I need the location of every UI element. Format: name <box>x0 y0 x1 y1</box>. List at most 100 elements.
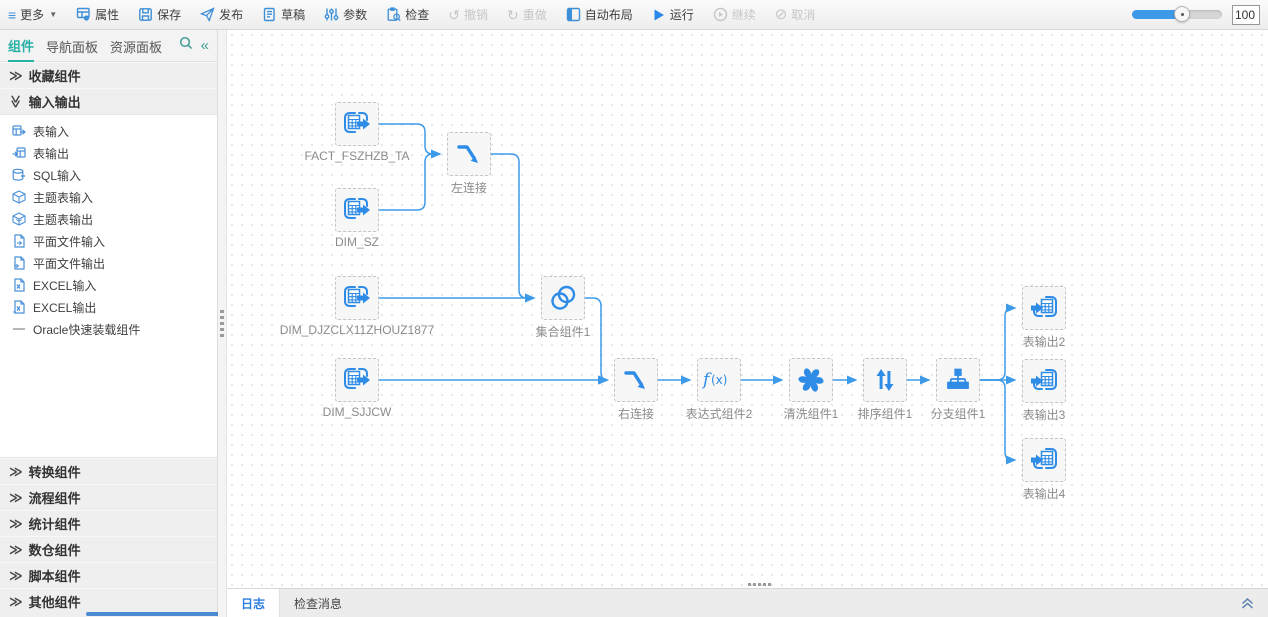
flow-edges <box>379 123 1017 465</box>
chevron-right-icon: ≫ <box>9 464 23 479</box>
publish-button[interactable]: 发布 <box>200 6 243 23</box>
section-label: 数仓组件 <box>28 543 81 558</box>
node-label: 左连接 <box>450 181 487 195</box>
sidebar-item-table-input[interactable]: 表输入 <box>0 120 217 142</box>
node-right-join[interactable]: 右连接 <box>614 358 658 421</box>
sidebar-item-flat-file-input[interactable]: 平面文件输入 <box>0 230 217 252</box>
node-set-component-1[interactable]: 集合组件1 <box>536 276 590 339</box>
continue-label: 继续 <box>731 8 756 22</box>
tab-resource-panel[interactable]: 资源面板 <box>110 39 163 55</box>
section-transform-components[interactable]: ≫ 转换组件 <box>0 458 217 484</box>
table-output-icon <box>12 146 26 160</box>
zoom-slider[interactable] <box>1132 6 1222 22</box>
flow-canvas[interactable]: FACT_FSZHZB_TA DIM_SZ 左连接 DIM_DJZCLX11ZH… <box>227 30 1268 588</box>
section-statistics-components[interactable]: ≫ 统计组件 <box>0 510 217 536</box>
flat-file-output-icon <box>12 256 26 270</box>
sidebar-item-oracle-loader[interactable]: Oracle快速装载组件 <box>0 318 217 340</box>
table-input-icon <box>344 286 370 307</box>
node-table-output-4[interactable]: 表输出4 <box>1022 438 1066 501</box>
inspect-button[interactable]: 检查 <box>386 6 429 23</box>
node-label: 右连接 <box>617 407 654 421</box>
sidebar-item-flat-file-output[interactable]: 平面文件输出 <box>0 252 217 274</box>
continue-icon <box>713 7 728 22</box>
zoom-slider-knob[interactable] <box>1174 6 1190 22</box>
input-output-list: 表输入 表输出 SQL输入 主题表输入 主题表输出 平面文件输入 <box>0 114 217 458</box>
node-dim-sz[interactable]: DIM_SZ <box>335 188 379 249</box>
properties-button[interactable]: 属性 <box>76 6 119 23</box>
node-fact-fszhzb-ta[interactable]: FACT_FSZHZB_TA <box>304 102 410 163</box>
sql-input-icon <box>12 168 26 182</box>
tab-check-messages[interactable]: 检查消息 <box>294 596 343 611</box>
table-input-icon <box>344 112 370 133</box>
auto-layout-button[interactable]: 自动布局 <box>566 6 633 23</box>
sidebar-item-table-output[interactable]: 表输出 <box>0 142 217 164</box>
tab-navigation-panel[interactable]: 导航面板 <box>46 39 99 55</box>
sidebar-item-subject-table-output[interactable]: 主题表输出 <box>0 208 217 230</box>
subject-table-input-icon <box>12 190 26 204</box>
sidebar-item-excel-input[interactable]: EXCEL输入 <box>0 274 217 296</box>
node-clean-component-1[interactable]: 清洗组件1 <box>784 358 838 421</box>
branch-icon <box>947 368 969 389</box>
node-expression-component-2[interactable]: f(x) 表达式组件2 <box>686 358 752 421</box>
redo-icon: ↻ <box>506 6 519 23</box>
node-label: FACT_FSZHZB_TA <box>304 149 410 163</box>
zoom-slider-fill <box>1132 10 1182 19</box>
sidebar-item-subject-table-input[interactable]: 主题表输入 <box>0 186 217 208</box>
section-input-output[interactable]: ≫ 输入输出 <box>0 88 217 114</box>
table-output-icon <box>1031 296 1057 317</box>
draft-icon <box>262 7 277 22</box>
expand-panel-button[interactable] <box>1241 589 1268 617</box>
zoom-input[interactable] <box>1232 4 1260 25</box>
sidebar-item-sql-input[interactable]: SQL输入 <box>0 164 217 186</box>
node-branch-component-1[interactable]: 分支组件1 <box>931 358 985 421</box>
excel-output-icon <box>12 300 26 314</box>
auto-layout-label: 自动布局 <box>584 8 633 22</box>
clean-icon <box>798 368 824 392</box>
draft-button[interactable]: 草稿 <box>262 6 305 23</box>
sidebar-item-label: 平面文件输出 <box>33 256 106 271</box>
right-join-icon <box>624 371 645 389</box>
node-left-join[interactable]: 左连接 <box>447 132 491 195</box>
run-label: 运行 <box>669 8 694 22</box>
section-label: 输入输出 <box>28 95 81 110</box>
tab-log[interactable]: 日志 <box>227 589 281 617</box>
node-table-output-3[interactable]: 表输出3 <box>1022 359 1066 422</box>
inspect-icon <box>386 7 401 22</box>
chevron-down-icon: ▼ <box>49 10 58 19</box>
continue-button: 继续 <box>713 6 756 23</box>
node-dim-sjjcw[interactable]: DIM_SJJCW <box>323 358 391 419</box>
save-button[interactable]: 保存 <box>138 6 181 23</box>
publish-icon <box>200 7 215 22</box>
search-icon[interactable] <box>179 36 193 55</box>
params-button[interactable]: 参数 <box>324 6 367 23</box>
node-label: 排序组件1 <box>857 407 913 421</box>
sidebar-hscrollbar-thumb[interactable] <box>86 612 227 616</box>
node-label: DIM_SZ <box>334 235 379 249</box>
sidebar-item-label: SQL输入 <box>33 168 82 183</box>
more-label: 更多 <box>20 8 45 22</box>
sidebar-item-excel-output[interactable]: EXCEL输出 <box>0 296 217 318</box>
sidebar-splitter[interactable] <box>218 30 227 617</box>
section-warehouse-components[interactable]: ≫ 数仓组件 <box>0 536 217 562</box>
run-button[interactable]: 运行 <box>652 6 694 23</box>
sidebar-item-label: EXCEL输入 <box>33 278 97 293</box>
tab-components[interactable]: 组件 <box>8 30 35 62</box>
chevron-down-icon: ≫ <box>8 94 24 109</box>
sidebar-item-label: 表输入 <box>33 124 70 139</box>
section-script-components[interactable]: ≫ 脚本组件 <box>0 562 217 588</box>
draft-label: 草稿 <box>281 8 306 22</box>
inspect-label: 检查 <box>405 8 430 22</box>
section-favorite-components[interactable]: ≫ 收藏组件 <box>0 62 217 88</box>
splitter-grip-icon[interactable] <box>220 310 224 337</box>
node-table-output-2[interactable]: 表输出2 <box>1022 286 1066 349</box>
section-other-components[interactable]: ≫ 其他组件 <box>0 588 217 614</box>
collapse-sidebar-icon[interactable]: « <box>200 37 209 54</box>
undo-icon: ↺ <box>448 6 460 23</box>
node-sort-component-1[interactable]: 排序组件1 <box>858 358 912 421</box>
more-button[interactable]: ≡ 更多 ▼ <box>8 6 57 23</box>
redo-button: ↻ 重做 <box>507 6 547 23</box>
left-join-icon <box>457 145 478 163</box>
node-dim-djzclx11zhouz1877[interactable]: DIM_DJZCLX11ZHOUZ1877 <box>280 276 434 337</box>
section-flow-components[interactable]: ≫ 流程组件 <box>0 484 217 510</box>
bottom-panel-resize-grip[interactable] <box>747 583 771 586</box>
